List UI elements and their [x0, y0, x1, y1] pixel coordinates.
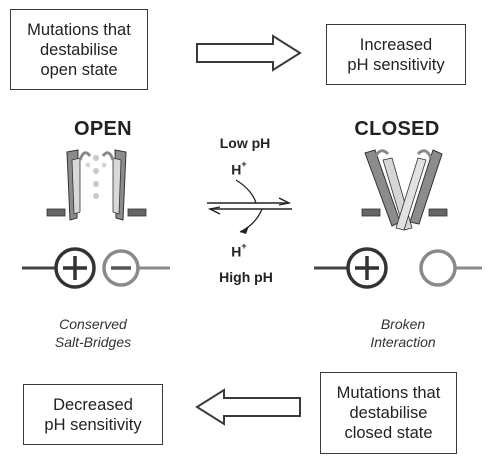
arrowhead [240, 226, 249, 234]
caption-line: Interaction [370, 334, 436, 350]
low-ph-label: Low pH [219, 135, 271, 151]
caption-line: Salt-Bridges [54, 334, 132, 350]
arrow-right-icon [196, 34, 302, 72]
box-line: closed state [344, 424, 433, 442]
proton-release-arrow [239, 208, 263, 233]
proton-label-top: H+ [219, 159, 259, 178]
open-state-title: OPEN [74, 118, 132, 140]
arrow-left-icon [195, 388, 301, 426]
caption-line: Conserved [59, 316, 127, 332]
salt-bridge-closed [314, 247, 482, 289]
closed-state-title: CLOSED [354, 118, 440, 140]
box-line: destabilise [40, 40, 118, 59]
box-line: pH sensitivity [44, 415, 142, 434]
open-channel-icon [46, 149, 147, 221]
box-destabilise-closed: Mutations that destabilise closed state [320, 372, 457, 454]
proton-charge: + [241, 241, 247, 251]
neutral-residue-icon [419, 249, 457, 287]
box-increased-sensitivity: Increased pH sensitivity [326, 24, 466, 85]
closed-caption: Broken Interaction [323, 315, 483, 351]
box-line: Increased [359, 35, 433, 54]
box-line: Decreased [53, 395, 133, 414]
proton-symbol: H [231, 243, 242, 260]
box-line: pH sensitivity [347, 55, 445, 74]
proton-charge: + [241, 159, 247, 169]
box-line: open state [40, 60, 118, 79]
caption-line: Broken [380, 316, 426, 332]
proton-label-bottom: H+ [219, 241, 259, 260]
box-line: Mutations that [336, 384, 441, 402]
box-line: Mutations that [27, 20, 131, 39]
box-line: destabilise [349, 404, 428, 422]
closed-channel-icon [361, 149, 448, 231]
equilibrium-arrows-icon [207, 197, 292, 215]
box-destabilise-open: Mutations that destabilise open state [10, 9, 148, 90]
box-decreased-sensitivity: Decreased pH sensitivity [23, 384, 163, 445]
proton-uptake-arrow [235, 179, 257, 204]
open-caption: Conserved Salt-Bridges [13, 315, 173, 351]
salt-bridge-open [22, 247, 170, 289]
proton-symbol: H [231, 161, 242, 178]
high-ph-label: High pH [219, 269, 273, 285]
